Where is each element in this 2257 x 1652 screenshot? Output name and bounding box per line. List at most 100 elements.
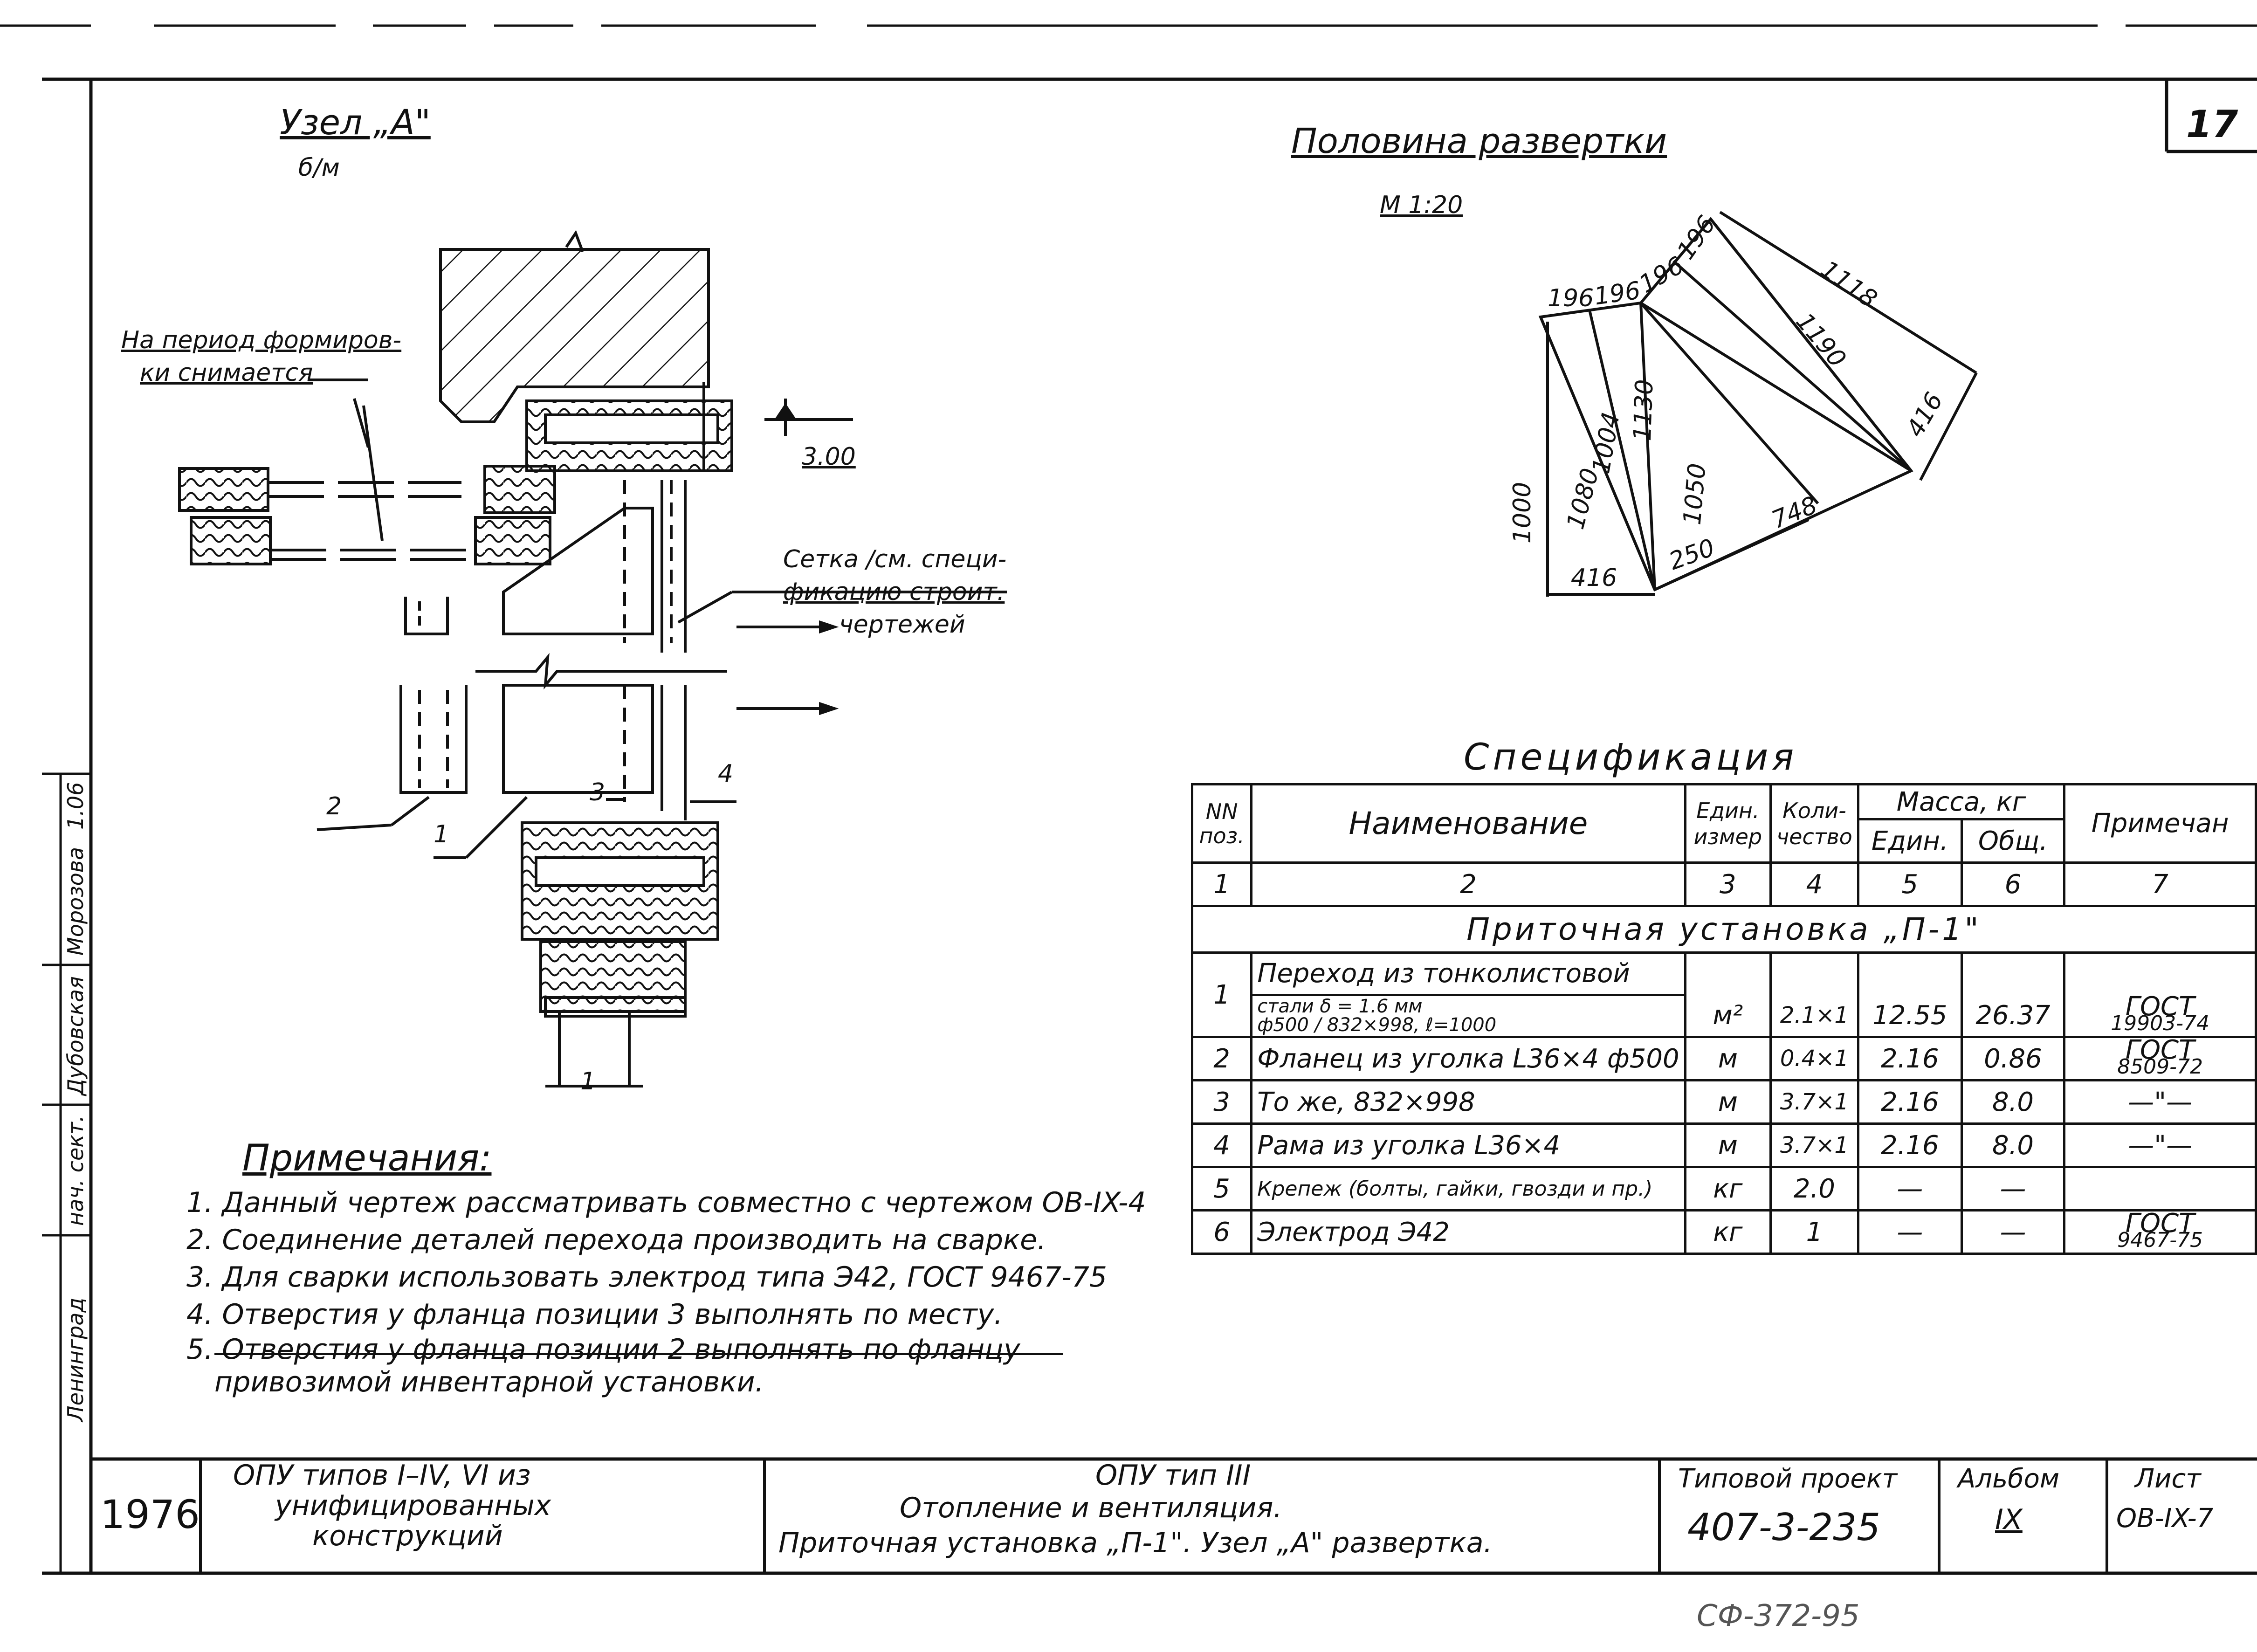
note-5-cont: привозимой инвентарной установки. [214,1366,764,1398]
row2-pos: 2 [1190,1036,1253,1081]
hdr-mass: Масса, кг [1857,783,2066,820]
hdr-pos-line2: поз. [1199,823,1245,848]
row4-mass-total: 8.0 [1960,1122,2066,1168]
side-stamp-city: Ленинград [63,1297,88,1422]
notes-title: Примечания: [242,1137,492,1179]
mesh-callout-line2: фикацию строит. [783,578,1005,606]
row1-name-line2: стали δ = 1.6 мм [1257,996,1423,1018]
tb-series-line2: унифицированных [275,1489,551,1522]
row5-name: Крепеж (болты, гайки, гвозди и пр.) [1250,1166,1686,1211]
colnum-2: 2 [1250,861,1686,907]
spec-group-title: Приточная установка „П-1" [1191,905,2257,954]
row1-qty: 2.1×1 [1769,995,1859,1038]
tb-series-line3: конструкций [312,1520,503,1552]
spec-title: Спецификация [1464,737,1798,778]
mesh-callout-line3: чертежей [839,611,965,639]
note-4: 4. Отверстия у фланца позиции 3 выполнят… [186,1298,1003,1331]
tb-project-number: 407-3-235 [1687,1506,1881,1549]
row2-qty: 0.4×1 [1769,1036,1859,1081]
row2-mass-unit: 2.16 [1857,1036,1963,1081]
tb-series-line1: ОПУ типов I–IV, VI из [233,1459,531,1492]
tb-sheet-title: Приточная установка „П-1". Узел „А" разв… [778,1527,1493,1559]
dim-1000: 1000 [1508,482,1537,544]
colnum-5: 5 [1857,861,1963,907]
row1-pos: 1 [1190,951,1253,1038]
row6-note2: 9467-75 [2117,1228,2203,1252]
table-row: 3 То же, 832×998 м 3.7×1 2.16 8.0 —"— [1190,1079,2257,1125]
side-stamp-frame [42,772,91,1573]
row2-note2: 8509-72 [2117,1055,2203,1079]
colnum-4: 4 [1769,861,1859,907]
row2-unit: м [1684,1036,1772,1081]
colnum-6: 6 [1960,861,2066,907]
row4-pos: 4 [1190,1122,1253,1168]
table-row: стали δ = 1.6 мм ф500 / 832×998, ℓ=1000 … [1192,994,2257,1038]
tb-sheet-code: ОВ-IX-7 [2116,1503,2214,1534]
hdr-unit-line1: Един. [1696,798,1760,823]
note-1: 1. Данный чертеж рассматривать совместно… [186,1186,1146,1219]
row3-mass-total: 8.0 [1960,1079,2066,1125]
row3-name: То же, 832×998 [1250,1079,1686,1125]
row1-note2: 19903-74 [2111,1012,2209,1035]
hdr-qty-line2: чество [1776,824,1852,849]
row1-unit: м² [1684,995,1772,1038]
sheet-frame [42,77,2257,1575]
table-row: 1 Переход из тонколистовой [1190,951,2257,1038]
hdr-note: Примечан [2063,783,2257,864]
pos-2-label: 2 [326,792,342,820]
unfold-scale: М 1:20 [1380,191,1463,219]
mesh-callout-line1: Сетка /см. специ- [783,545,1007,573]
tb-album-label: Альбом [1958,1464,2060,1494]
row4-name: Рама из уголка L36×4 [1250,1122,1686,1168]
node-title: Узел „А" [280,103,431,143]
table-row: 4 Рама из уголка L36×4 м 3.7×1 2.16 8.0 … [1190,1122,2257,1168]
dim-1050: 1050 [1678,462,1712,526]
table-row: 6 Электрод Э42 кг 1 — — ГОСТ 9467-75 [1190,1209,2257,1255]
pos-1-label: 1 [434,820,449,848]
tb-year: 1976 [100,1492,200,1537]
row3-pos: 3 [1190,1079,1253,1125]
tb-sheet-label: Лист [2135,1464,2201,1494]
row1-mass-total: 26.37 [1960,995,2066,1038]
side-stamp-head: нач. сект. [63,1115,88,1226]
row6-mass-unit: — [1857,1209,1963,1255]
table-row: 2 Фланец из уголка L36×4 ф500 м 0.4×1 2.… [1190,1036,2257,1081]
row6-unit: кг [1684,1209,1772,1255]
row5-pos: 5 [1190,1166,1253,1211]
row3-mass-unit: 2.16 [1857,1079,1963,1125]
bottom-stamp: СФ-372-95 [1697,1599,1860,1633]
colnum-7: 7 [2063,861,2257,907]
row2-mass-total: 0.86 [1960,1036,2066,1081]
row5-mass-unit: — [1857,1166,1963,1211]
note-5: 5. Отверстия у фланца позиции 2 выполнят… [186,1333,1020,1366]
spec-table: NN поз. Наименование Един. измер Коли- ч… [1190,783,2257,1255]
row3-unit: м [1684,1079,1772,1125]
row4-mass-unit: 2.16 [1857,1122,1963,1168]
pos-3-label: 3 [590,778,606,806]
hdr-unit-line2: измер [1693,824,1762,849]
pos-4-label: 4 [718,760,734,788]
unfold-geometry [1538,211,1978,597]
colnum-3: 3 [1684,861,1772,907]
row1-name-line1: Переход из тонколистовой [1250,951,1686,996]
tb-type: ОПУ тип III [1095,1459,1251,1492]
node-scale: б/м [298,154,340,182]
row5-qty: 2.0 [1769,1166,1859,1211]
hdr-pos-line1: NN [1205,798,1238,824]
row5-mass-total: — [1960,1166,2066,1211]
dim-416-bottom: 416 [1571,564,1617,592]
tb-subject: Отопление и вентиляция. [900,1492,1282,1524]
hdr-mass-unit: Един. [1857,818,1963,864]
tb-album-number: IX [1995,1503,2023,1536]
row4-note1: —"— [2063,1122,2257,1168]
row3-qty: 3.7×1 [1769,1079,1859,1125]
row6-name: Электрод Э42 [1250,1209,1686,1255]
row3-note1: —"— [2063,1079,2257,1125]
row1-mass-unit: 12.55 [1857,995,1963,1038]
hdr-name: Наименование [1250,783,1686,864]
removed-callout-line1: На период формиров- [121,326,402,354]
dim-1130: 1130 [1628,379,1659,442]
title-block-frame [199,1459,2108,1573]
note-2: 2. Соединение деталей перехода производи… [186,1224,1046,1256]
